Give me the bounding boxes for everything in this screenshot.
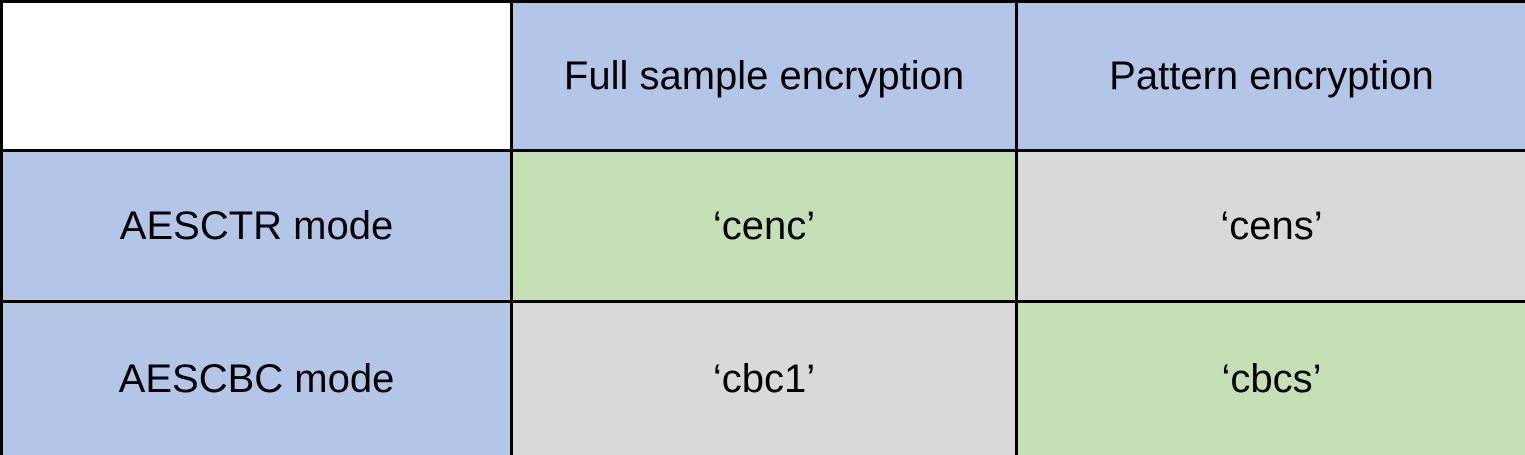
column-header-pattern-encryption: Pattern encryption — [1015, 0, 1525, 152]
cell-cbc1: ‘cbc1’ — [510, 300, 1018, 455]
cell-cenc: ‘cenc’ — [510, 149, 1018, 303]
column-header-full-sample-encryption: Full sample encryption — [510, 0, 1018, 152]
header-row: Full sample encryption Pattern encryptio… — [0, 0, 1525, 152]
table-row-aescbc: AESCBC mode ‘cbc1’ ‘cbcs’ — [0, 300, 1525, 455]
row-header-aescbc-mode: AESCBC mode — [0, 300, 513, 455]
corner-spacer-cell — [0, 0, 513, 152]
cell-cbcs: ‘cbcs’ — [1015, 300, 1525, 455]
table-row-aesctr: AESCTR mode ‘cenc’ ‘cens’ — [0, 149, 1525, 303]
cell-cens: ‘cens’ — [1015, 149, 1525, 303]
row-header-aesctr-mode: AESCTR mode — [0, 149, 513, 303]
